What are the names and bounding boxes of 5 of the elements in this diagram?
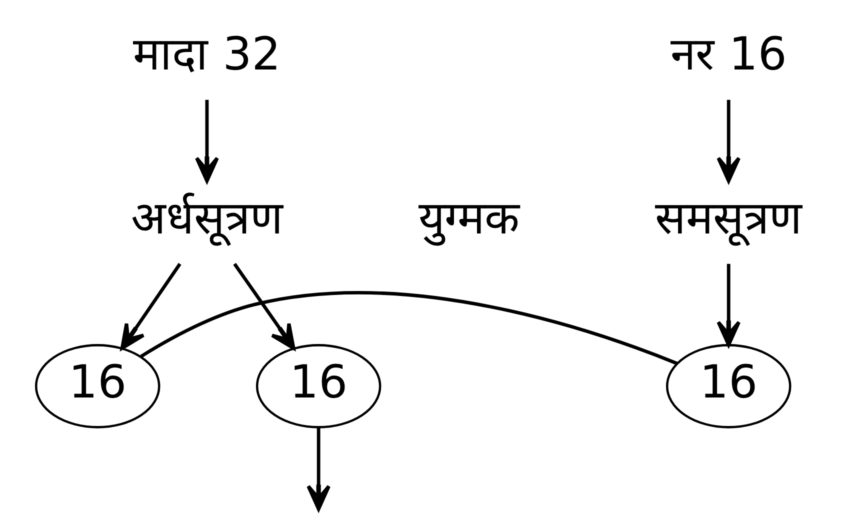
node-text: मादा 32 — [132, 28, 280, 81]
node-text: अर्धसूत्रण — [130, 192, 282, 245]
node-text: नर 16 — [670, 28, 786, 81]
label: युग्मक — [418, 192, 519, 245]
node-text: समसूत्रण — [654, 192, 802, 245]
